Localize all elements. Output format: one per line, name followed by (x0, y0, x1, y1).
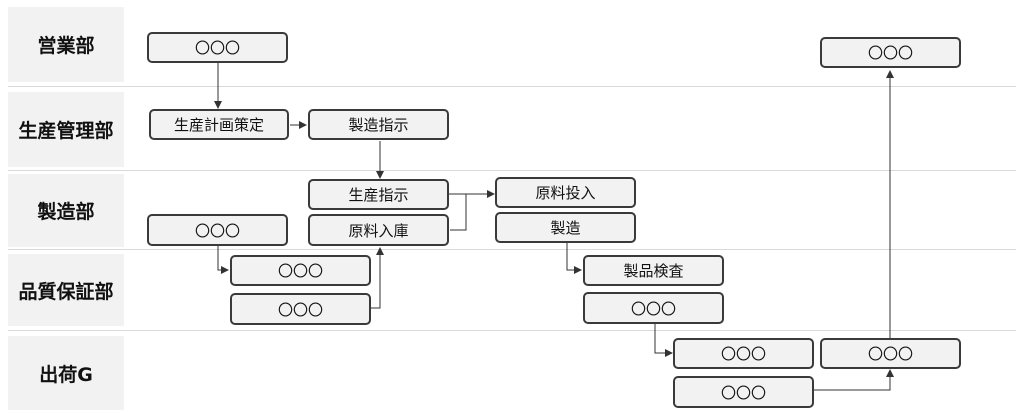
qa-box-3: 〇〇〇 (583, 292, 724, 324)
sales-box-1: 〇〇〇 (147, 32, 288, 63)
lane-label-sales: 営業部 (8, 7, 124, 82)
material-receiving-box: 原料入庫 (308, 214, 449, 246)
arrow-mfg-to-qa (217, 246, 229, 274)
sales-box-2: 〇〇〇 (820, 37, 961, 68)
lane-label-production-control: 生産管理部 (8, 92, 124, 167)
production-plan-box: 生産計画策定 (149, 109, 289, 140)
lane-separator (8, 330, 1016, 331)
lane-label-quality-assurance: 品質保証部 (8, 254, 124, 326)
lane-separator (8, 249, 1016, 250)
arrow-qa-to-ship (654, 324, 673, 357)
lane-separator (8, 170, 1016, 171)
qa-box-1: 〇〇〇 (230, 255, 371, 286)
mgmt-instruction-box: 製造指示 (308, 109, 449, 140)
manufacturing-box-1: 〇〇〇 (147, 214, 288, 246)
qa-box-2: 〇〇〇 (230, 293, 371, 325)
material-input-box: 原料投入 (495, 177, 636, 208)
shipping-box-1: 〇〇〇 (673, 338, 814, 369)
product-inspection-box: 製品検査 (583, 255, 724, 286)
production-instruction-box: 生産指示 (308, 179, 449, 210)
arrow-qa-to-receive (370, 247, 384, 309)
lane-label-shipping: 出荷G (8, 336, 124, 410)
arrow-receive-to-input (450, 194, 467, 231)
lane-label-manufacturing: 製造部 (8, 174, 124, 247)
shipping-box-3: 〇〇〇 (820, 338, 961, 369)
arrow-ship-to-ship (813, 369, 894, 391)
shipping-box-2: 〇〇〇 (673, 376, 814, 408)
manufacture-box: 製造 (495, 212, 636, 243)
arrow-manufacture-to-inspect (566, 243, 582, 274)
lane-separator (8, 86, 1016, 87)
